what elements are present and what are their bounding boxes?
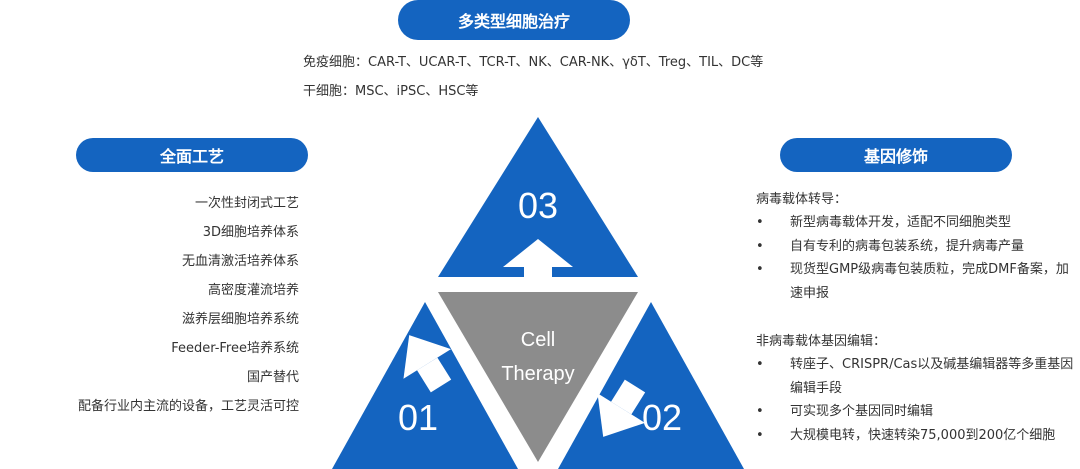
list-item: • 大规模电转，快速转染75,000到200亿个细胞 bbox=[756, 424, 1076, 448]
bullet-icon: • bbox=[756, 404, 764, 419]
viral-heading: 病毒载体转导： bbox=[756, 192, 848, 207]
stem-cells-line: 干细胞：MSC、iPSC、HSC等 bbox=[303, 84, 479, 99]
center-label-line1: Cell bbox=[521, 329, 555, 351]
process-item: Feeder-Free培养系统 bbox=[171, 341, 299, 356]
nonviral-item-text: 大规模电转，快速转染75,000到200亿个细胞 bbox=[790, 427, 1056, 443]
top-number: 03 bbox=[518, 185, 558, 226]
immune-cells-line: 免疫细胞：CAR-T、UCAR-T、TCR-T、NK、CAR-NK、γδT、Tr… bbox=[303, 55, 764, 70]
arrow-down-left-icon bbox=[403, 335, 452, 393]
process-item: 无血清激活培养体系 bbox=[181, 254, 299, 269]
process-item: 配备行业内主流的设备，工艺灵活可控 bbox=[77, 399, 299, 414]
viral-vector-block: 病毒载体转导： • 新型病毒载体开发，适配不同细胞类型 • 自有专利的病毒包装系… bbox=[756, 188, 1076, 305]
nonviral-heading: 非病毒载体基因编辑： bbox=[756, 334, 887, 349]
center-label-line2: Therapy bbox=[501, 363, 574, 385]
bullet-icon: • bbox=[756, 215, 764, 230]
top-section-title: 多类型细胞治疗 bbox=[398, 0, 630, 40]
arrow-up-icon bbox=[503, 239, 573, 285]
bullet-icon: • bbox=[756, 427, 764, 443]
arrow-down-right-icon bbox=[597, 379, 646, 437]
top-triangle bbox=[438, 117, 638, 277]
nonviral-block: 非病毒载体基因编辑： • 转座子、CRISPR/Cas以及碱基编辑器等多重基因编… bbox=[756, 330, 1076, 447]
process-item: 3D细胞培养体系 bbox=[202, 225, 299, 240]
process-item: 一次性封闭式工艺 bbox=[194, 196, 299, 211]
list-item: • 可实现多个基因同时编辑 bbox=[756, 400, 1076, 424]
process-item: 滋养层细胞培养系统 bbox=[181, 312, 299, 327]
list-item: • 转座子、CRISPR/Cas以及碱基编辑器等多重基因编辑手段 bbox=[756, 353, 1076, 400]
viral-item-text: 新型病毒载体开发，适配不同细胞类型 bbox=[790, 215, 1012, 230]
nonviral-item-text: 可实现多个基因同时编辑 bbox=[790, 404, 934, 419]
bullet-icon: • bbox=[756, 357, 764, 372]
process-list: 一次性封闭式工艺 3D细胞培养体系 无血清激活培养体系 高密度灌流培养 滋养层细… bbox=[78, 189, 299, 421]
process-item: 国产替代 bbox=[246, 370, 299, 385]
left-number: 01 bbox=[398, 397, 438, 438]
viral-item-text: 自有专利的病毒包装系统，提升病毒产量 bbox=[790, 238, 1025, 254]
left-triangle bbox=[332, 302, 518, 469]
bullet-icon: • bbox=[756, 262, 764, 277]
nonviral-item-text: 转座子、CRISPR/Cas以及碱基编辑器等多重基因编辑手段 bbox=[790, 357, 1074, 396]
left-section-title: 全面工艺 bbox=[76, 138, 308, 172]
center-triangle bbox=[438, 292, 638, 462]
list-item: • 新型病毒载体开发，适配不同细胞类型 bbox=[756, 211, 1076, 235]
list-item: • 自有专利的病毒包装系统，提升病毒产量 bbox=[756, 235, 1076, 259]
bullet-icon: • bbox=[756, 238, 764, 254]
viral-item-text: 现货型GMP级病毒包装质粒，完成DMF备案，加速申报 bbox=[790, 262, 1069, 301]
process-item: 高密度灌流培养 bbox=[207, 283, 299, 298]
right-number: 02 bbox=[642, 397, 682, 438]
right-section-title: 基因修饰 bbox=[780, 138, 1012, 172]
list-item: • 现货型GMP级病毒包装质粒，完成DMF备案，加速申报 bbox=[756, 258, 1076, 305]
